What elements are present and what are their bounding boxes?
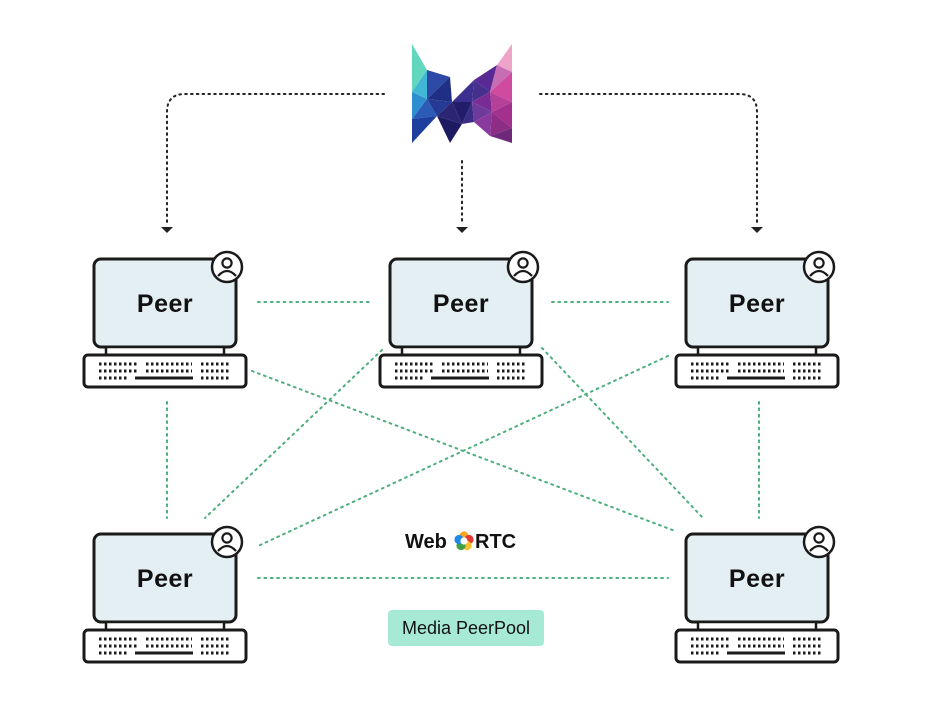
mesh-connections bbox=[166, 301, 760, 579]
webrtc-ring-icon bbox=[454, 531, 474, 551]
signaling-arrow-center bbox=[456, 227, 468, 233]
media-peerpool-badge: Media PeerPool bbox=[388, 610, 544, 646]
mesh-link-top-center-bottom-right bbox=[541, 347, 704, 519]
peer-top-center: Peer bbox=[378, 250, 544, 389]
signaling-line-right bbox=[539, 93, 758, 225]
peer-bottom-left: Peer bbox=[82, 525, 248, 664]
peer-top-left: Peer bbox=[82, 250, 248, 389]
peer-label: Peer bbox=[137, 565, 193, 593]
peer-label: Peer bbox=[137, 290, 193, 318]
computer-icon bbox=[674, 250, 840, 389]
peer-bottom-right: Peer bbox=[674, 525, 840, 664]
webrtc-logo: Web RTC bbox=[405, 531, 516, 553]
media-peerpool-label: Media PeerPool bbox=[402, 618, 530, 638]
computer-icon bbox=[82, 250, 248, 389]
peer-label: Peer bbox=[729, 290, 785, 318]
computer-icon bbox=[378, 250, 544, 389]
webrtc-prefix: Web bbox=[405, 531, 447, 553]
computer-icon bbox=[674, 525, 840, 664]
peer-top-right: Peer bbox=[674, 250, 840, 389]
mesh-link-top-right-bottom-left bbox=[257, 355, 669, 547]
mesh-link-top-center-bottom-left bbox=[204, 349, 383, 519]
peer-label: Peer bbox=[433, 290, 489, 318]
signaling-connectors bbox=[161, 93, 763, 233]
signaling-arrow-right bbox=[751, 227, 763, 233]
signaling-line-left bbox=[166, 93, 385, 225]
peer-label: Peer bbox=[729, 565, 785, 593]
webrtc-suffix: RTC bbox=[475, 531, 516, 553]
m-triangle-mosaic-logo bbox=[412, 44, 512, 143]
computer-icon bbox=[82, 525, 248, 664]
signaling-arrow-left bbox=[161, 227, 173, 233]
media-peerpool-badge-background bbox=[388, 610, 544, 646]
